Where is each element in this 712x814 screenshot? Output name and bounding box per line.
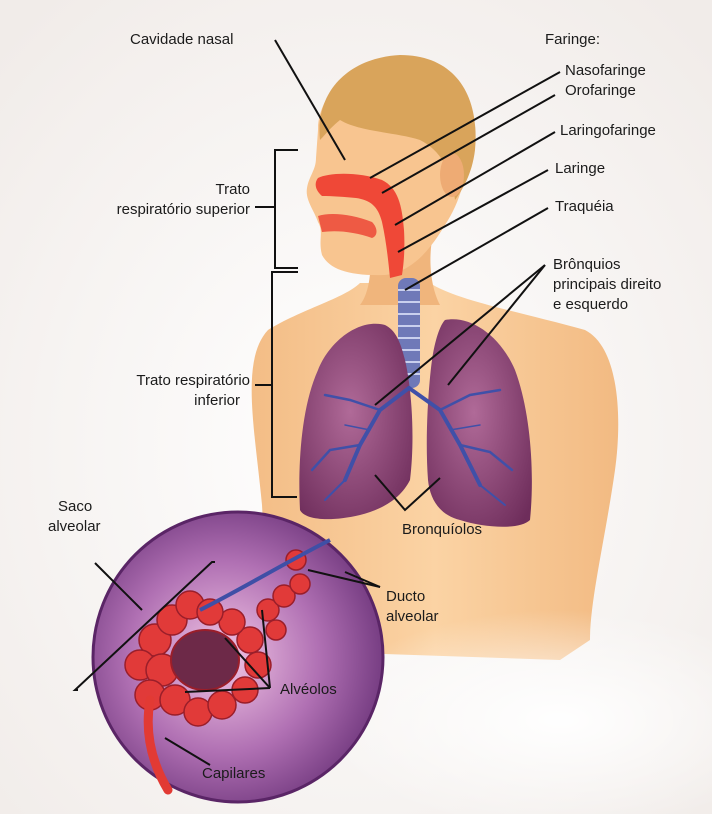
label-bronquios-line2: principais direito [553,276,661,293]
label-saco-alveolar-line1: Saco [58,498,92,515]
label-laringofaringe: Laringofaringe [560,122,656,139]
label-trato-inferior-line1: Trato respiratório [60,372,250,389]
label-traqueia: Traquéia [555,198,614,215]
label-trato-inferior-line2: inferior [60,392,240,409]
label-ducto-alveolar-line1: Ducto [386,588,425,605]
label-capilares: Capilares [202,765,265,782]
label-bronquios-line3: e esquerdo [553,296,628,313]
label-nasofaringe: Nasofaringe [565,62,646,79]
ear [440,153,464,197]
label-orofaringe: Orofaringe [565,82,636,99]
label-bronquiolos: Bronquíolos [402,521,482,538]
label-alveolos: Alvéolos [280,681,337,698]
label-trato-superior-line1: Trato [60,181,250,198]
label-faringe: Faringe: [545,31,600,48]
label-bronquios-line1: Brônquios [553,256,621,273]
label-laringe: Laringe [555,160,605,177]
label-cavidade-nasal: Cavidade nasal [130,31,233,48]
label-trato-superior-line2: respiratório superior [60,201,250,218]
alveolar-sac-opening [171,630,239,690]
label-ducto-alveolar-line2: alveolar [386,608,439,625]
label-saco-alveolar-line2: alveolar [48,518,101,535]
